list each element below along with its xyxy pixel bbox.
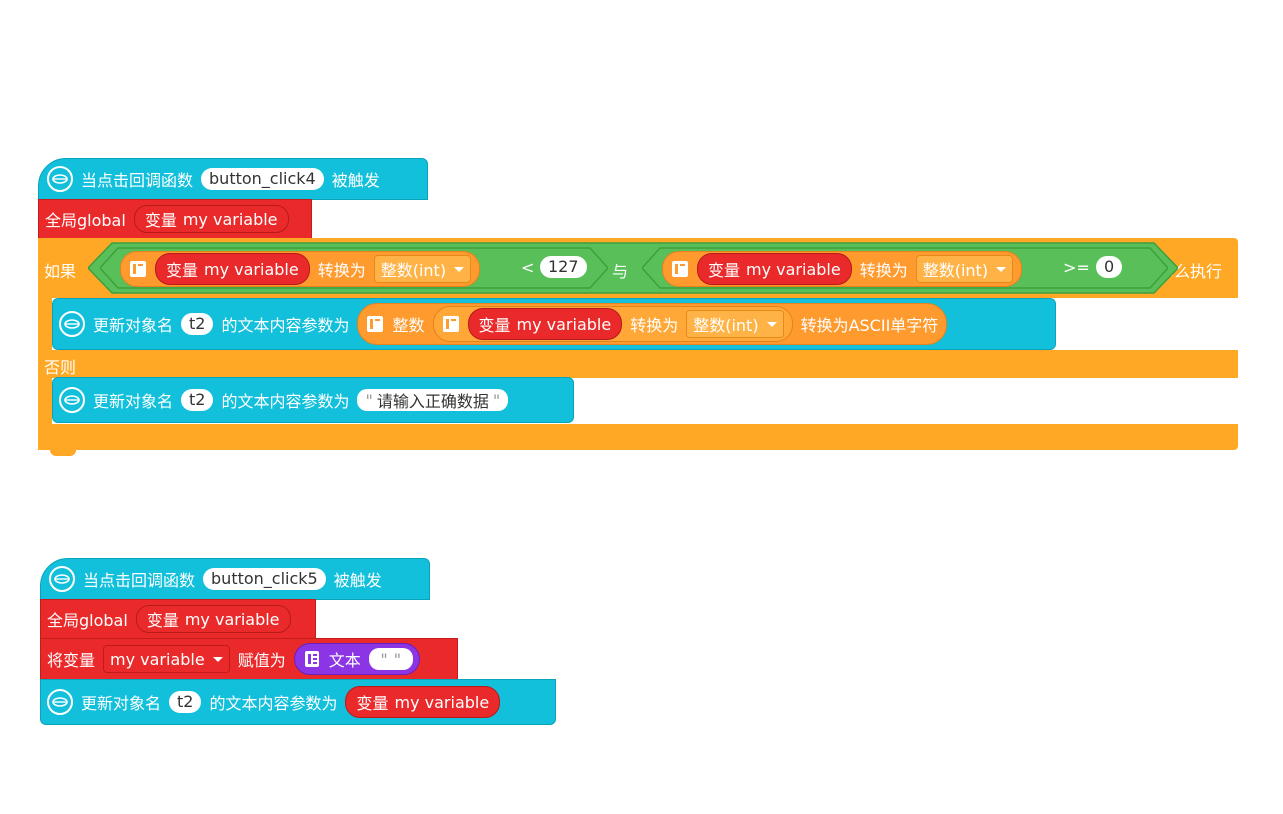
quote-open-icon: " [365, 390, 373, 410]
convert-icon [442, 315, 460, 333]
text-string-input[interactable]: " " [368, 648, 413, 670]
chevron-down-icon [454, 266, 465, 272]
type-dropdown[interactable]: 整数(int) [373, 255, 472, 283]
variable-name: my variable [182, 209, 278, 229]
event-prefix-label: 当点击回调函数 [83, 571, 196, 590]
variable-prefix: 变量 [144, 211, 177, 230]
else-label: 否则 [44, 358, 77, 377]
update-middle-label: 的文本内容参数为 [221, 316, 350, 335]
event-icon [49, 566, 75, 592]
variable-name: my variable [746, 259, 841, 279]
type-dropdown-value: 整数(int) [693, 316, 759, 335]
object-name-input[interactable]: t2 [181, 313, 214, 335]
variable-reporter[interactable]: 变量 my variable [155, 253, 310, 285]
text-label: 文本 [328, 651, 361, 670]
variable-prefix: 变量 [146, 611, 179, 630]
text-block[interactable]: 文本 " " [293, 643, 420, 675]
update-text-block[interactable]: 更新对象名 t2 的文本内容参数为 变量 my variable [40, 679, 556, 725]
global-label: 全局global [45, 211, 126, 230]
update-text-block[interactable]: 更新对象名 t2 的文本内容参数为 " 请输入正确数据 " [52, 377, 574, 423]
event-prefix-label: 当点击回调函数 [81, 171, 194, 190]
variable-name: my variable [394, 692, 490, 712]
variable-prefix: 变量 [166, 261, 199, 280]
text-string-value: 请输入正确数据 [376, 392, 489, 411]
number-input-127[interactable]: 127 [540, 256, 587, 278]
type-dropdown-value: 整数(int) [380, 261, 447, 280]
greater-equal-operator: >= [1063, 258, 1090, 277]
convert-icon [129, 260, 147, 278]
quote-close-icon: " [393, 649, 402, 669]
quote-open-icon: " [380, 649, 388, 669]
convert-label: 转换为 [859, 261, 908, 280]
variable-name: my variable [204, 259, 299, 279]
type-dropdown[interactable]: 整数(int) [915, 255, 1014, 283]
ascii-convert-block[interactable]: 整数 变量 my variable 转换为 整数(int) 转换为ASCII单字… [357, 303, 948, 345]
event-suffix-label: 被触发 [331, 171, 380, 190]
variable-reporter[interactable]: 变量 my variable [467, 308, 623, 340]
variable-name: my variable [516, 314, 612, 334]
update-icon [47, 689, 73, 715]
object-name-input[interactable]: t2 [169, 691, 202, 713]
update-icon [59, 387, 85, 413]
variable-dropdown[interactable]: my variable [103, 645, 230, 673]
less-than-operator: < [521, 258, 535, 277]
callback-name-input[interactable]: button_click4 [201, 168, 324, 190]
convert-label: 转换为 [630, 316, 679, 335]
text-icon [303, 650, 321, 668]
chevron-down-icon [212, 656, 223, 662]
variable-reporter[interactable]: 变量 my variable [133, 205, 289, 233]
event-suffix-label: 被触发 [333, 571, 382, 590]
and-label: 与 [612, 262, 629, 281]
update-icon [59, 311, 85, 337]
number-input-0[interactable]: 0 [1096, 256, 1123, 278]
update-middle-label: 的文本内容参数为 [209, 694, 338, 713]
convert-icon [671, 260, 689, 278]
set-variable-label: 将变量 [47, 651, 96, 670]
variable-prefix: 变量 [708, 261, 741, 280]
if-label: 如果 [44, 262, 77, 281]
ascii-label: 转换为ASCII单字符 [800, 316, 939, 335]
update-prefix-label: 更新对象名 [93, 392, 174, 411]
variable-reporter[interactable]: 变量 my variable [345, 686, 501, 718]
convert-int-block[interactable]: 变量 my variable 转换为 整数(int) [432, 306, 793, 342]
convert-icon [366, 315, 384, 333]
convert-label: 转换为 [317, 261, 366, 280]
update-text-block[interactable]: 更新对象名 t2 的文本内容参数为 整数 变量 my variable 转换为 … [52, 298, 1056, 350]
variable-dropdown-value: my variable [110, 649, 205, 669]
chevron-down-icon [996, 266, 1007, 272]
update-prefix-label: 更新对象名 [81, 694, 162, 713]
object-name-input[interactable]: t2 [181, 389, 214, 411]
assign-label: 赋值为 [237, 651, 286, 670]
if-bottom-row [38, 424, 1238, 450]
global-variable-block[interactable]: 全局global 变量 my variable [40, 599, 316, 639]
global-variable-block[interactable]: 全局global 变量 my variable [38, 199, 312, 239]
set-variable-block[interactable]: 将变量 my variable 赋值为 文本 " " [40, 638, 458, 680]
variable-reporter[interactable]: 变量 my variable [135, 605, 291, 633]
variable-prefix: 变量 [478, 316, 511, 335]
variable-prefix: 变量 [356, 694, 389, 713]
quote-close-icon: " [492, 390, 501, 410]
update-prefix-label: 更新对象名 [93, 316, 174, 335]
variable-reporter[interactable]: 变量 my variable [697, 253, 852, 285]
if-spine [38, 238, 52, 450]
else-row [38, 350, 1238, 378]
event-icon [47, 166, 73, 192]
type-dropdown-value: 整数(int) [922, 261, 989, 280]
if-else-block[interactable]: 如果 那么执行 否则 与 变量 my variable 转换为 整数(int) … [38, 238, 1238, 456]
variable-name: my variable [184, 609, 280, 629]
int-label: 整数 [392, 316, 425, 335]
chevron-down-icon [766, 321, 777, 327]
text-string-input[interactable]: " 请输入正确数据 " [357, 389, 509, 411]
callback-name-input[interactable]: button_click5 [203, 568, 326, 590]
convert-int-block-left[interactable]: 变量 my variable 转换为 整数(int) [120, 251, 481, 287]
global-label: 全局global [47, 611, 128, 630]
if-bottom-tab [50, 444, 76, 456]
convert-int-block-right[interactable]: 变量 my variable 转换为 整数(int) [662, 251, 1023, 287]
type-dropdown[interactable]: 整数(int) [686, 310, 784, 338]
event-hat-block[interactable]: 当点击回调函数 button_click4 被触发 [38, 158, 428, 200]
update-middle-label: 的文本内容参数为 [221, 392, 350, 411]
event-hat-block[interactable]: 当点击回调函数 button_click5 被触发 [40, 558, 430, 600]
